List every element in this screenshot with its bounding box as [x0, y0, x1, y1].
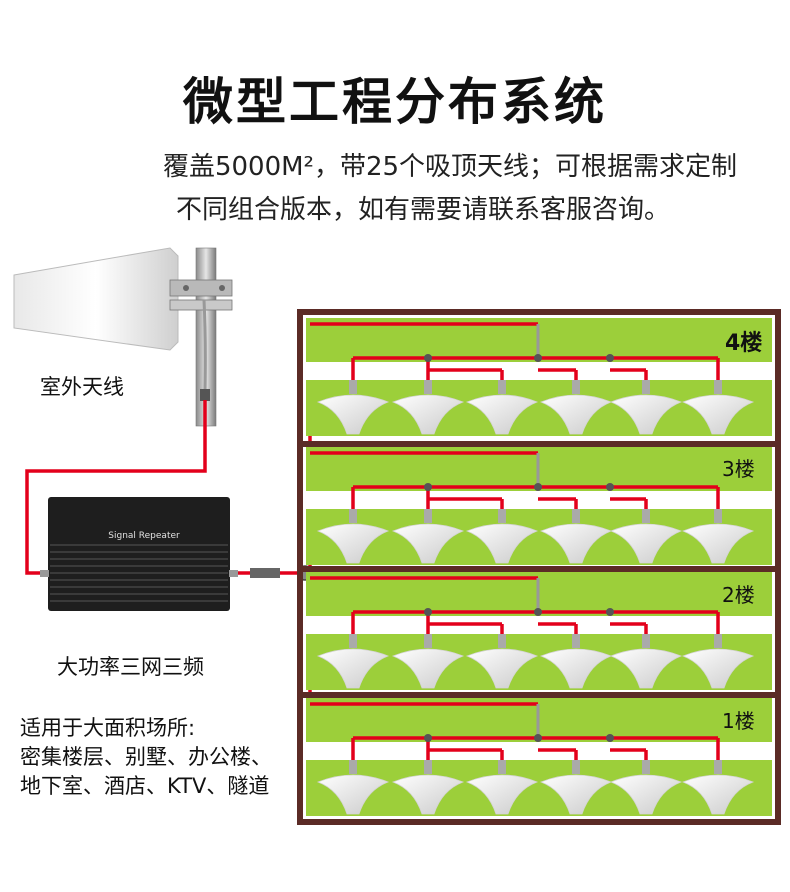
ceiling-antenna-icon	[316, 509, 390, 564]
ceiling-antenna-icon	[391, 509, 465, 564]
ceiling-antenna-icon	[539, 760, 613, 815]
floor-label-1: 1楼	[722, 709, 755, 733]
repeater-label: 大功率三网三频	[57, 655, 204, 679]
ceiling-antenna-icon	[681, 760, 755, 815]
floor-3	[306, 447, 772, 565]
ceiling-antenna-icon	[465, 760, 539, 815]
floor-label-2: 2楼	[722, 583, 755, 607]
subtitle-line-2: 不同组合版本，如有需要请联系客服咨询。	[175, 195, 670, 225]
ceiling-antenna-icon	[539, 380, 613, 435]
usage-line-1: 密集楼层、别墅、办公楼、	[20, 745, 272, 769]
ceiling-antenna-icon	[609, 380, 683, 435]
ceiling-antenna-icon	[539, 509, 613, 564]
ceiling-antenna-icon	[391, 380, 465, 435]
floor-2	[306, 572, 772, 690]
subtitle-line-1: 覆盖5000M²，带25个吸顶天线；可根据需求定制	[162, 152, 738, 182]
ceiling-antenna-icon	[465, 509, 539, 564]
ceiling-antenna-icon	[391, 634, 465, 689]
floor-1	[306, 698, 772, 816]
ceiling-antenna-icon	[609, 760, 683, 815]
ceiling-antenna-icon	[316, 634, 390, 689]
repeater-brand-text: Signal Repeater	[108, 531, 180, 541]
ceiling-antenna-icon	[316, 760, 390, 815]
usage-title: 适用于大面积场所:	[20, 716, 196, 740]
repeater-device: Signal Repeater	[40, 497, 238, 611]
ceiling-antenna-icon	[391, 760, 465, 815]
page-title: 微型工程分布系统	[183, 73, 607, 131]
ceiling-antenna-icon	[609, 634, 683, 689]
outdoor-antenna-label: 室外天线	[40, 375, 124, 399]
floor-label-4: 4楼	[725, 331, 763, 356]
ceiling-antenna-icon	[465, 634, 539, 689]
ceiling-antenna-icon	[681, 509, 755, 564]
ceiling-antenna-icon	[681, 634, 755, 689]
ceiling-antenna-icon	[316, 380, 390, 435]
usage-line-2: 地下室、酒店、KTV、隧道	[20, 774, 270, 798]
ceiling-antenna-icon	[539, 634, 613, 689]
outdoor-antenna	[13, 247, 233, 427]
ceiling-antenna-icon	[465, 380, 539, 435]
floor-label-3: 3楼	[722, 457, 755, 481]
building-frame	[297, 309, 781, 825]
floor-4	[306, 318, 772, 436]
ceiling-antenna-icon	[681, 380, 755, 435]
ceiling-antenna-icon	[609, 509, 683, 564]
